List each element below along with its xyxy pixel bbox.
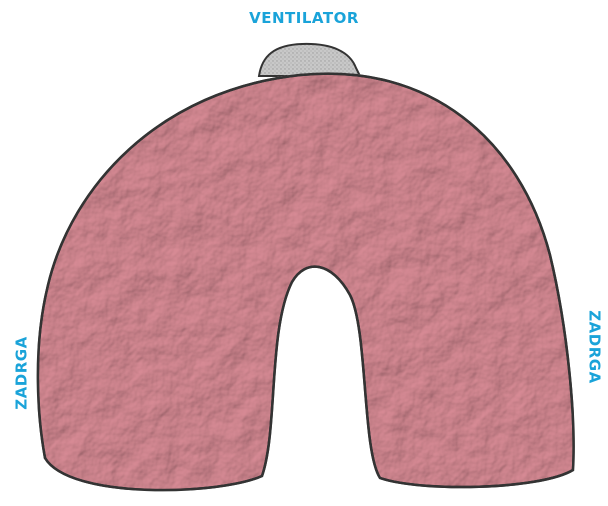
zadrga-label-right: ZADRGA bbox=[587, 310, 602, 383]
inverted-u-body bbox=[38, 74, 574, 491]
zadrga-label-left: ZADRGA bbox=[15, 336, 30, 409]
ventilator-valve bbox=[259, 44, 360, 76]
ventilator-label: VENTILATOR bbox=[0, 11, 608, 26]
